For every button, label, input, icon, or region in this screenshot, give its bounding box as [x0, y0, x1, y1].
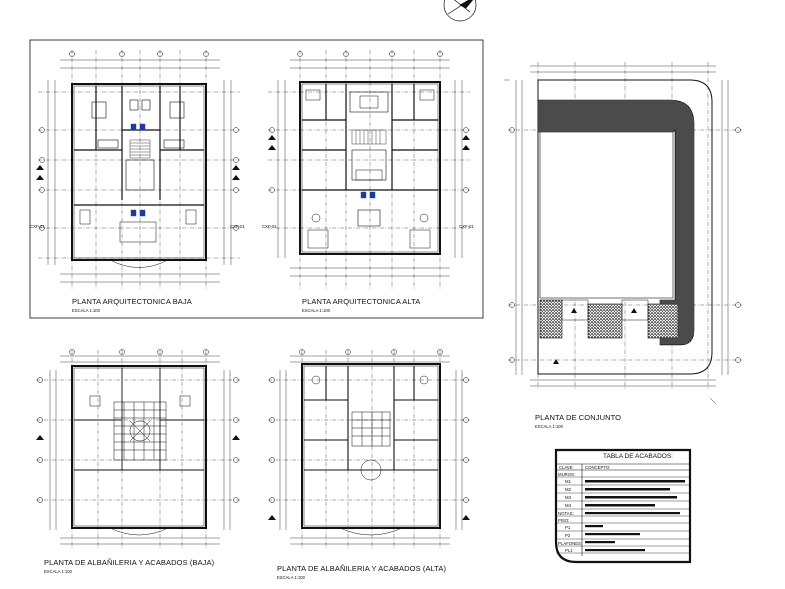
- finishes-row-label: P1: [565, 525, 571, 530]
- plan-title: PLANTA DE ALBAÑILERIA Y ACABADOS (ALTA): [277, 564, 447, 573]
- axis-label-right: CXF-01: [230, 224, 245, 229]
- plan-title: PLANTA ARQUITECTONICA ALTA: [302, 297, 421, 306]
- finishes-row-label: PLAFONES:: [558, 540, 583, 546]
- plan-albanileria-alta: [268, 349, 470, 550]
- finishes-row-label: PL1: [565, 547, 573, 553]
- plan-scale: ESCALA 1:100: [277, 575, 305, 580]
- finishes-table-frame: [554, 448, 692, 564]
- north-arrow-icon: [443, 0, 477, 22]
- finishes-table-title: TABLA DE ACABADOS:: [603, 453, 673, 460]
- axis-label-left: CXF-01: [30, 224, 45, 229]
- axis-label-left: CXF-01: [262, 224, 277, 229]
- axis-label-right: CXF-01: [459, 224, 474, 229]
- finishes-row-label: P2: [565, 533, 571, 538]
- plan-scale: ESCALA 1:100: [535, 424, 563, 429]
- plan-alta: [268, 50, 470, 290]
- plan-conjunto: [504, 62, 742, 405]
- finishes-col-clave: CLAVE: [559, 464, 573, 470]
- plan-scale: ESCALA 1:100: [302, 308, 330, 313]
- finishes-row-label: M2: [565, 487, 571, 492]
- plan-baja: [36, 50, 240, 290]
- plan-title: PLANTA DE ALBAÑILERIA Y ACABADOS (BAJA): [44, 558, 215, 567]
- finishes-row-label: MUROS:: [558, 471, 576, 477]
- sheet-frame: [29, 39, 484, 319]
- finishes-row-label: M4: [565, 503, 571, 508]
- finishes-row-label: NOTAS:: [558, 510, 574, 516]
- plan-title: PLANTA ARQUITECTONICA BAJA: [72, 297, 192, 306]
- plan-scale: ESCALA 1:100: [72, 308, 100, 313]
- plan-title: PLANTA DE CONJUNTO: [535, 413, 622, 422]
- plan-albanileria-baja: [36, 349, 240, 550]
- finishes-row-label: M1: [565, 479, 571, 484]
- finishes-row-label: PISO:: [558, 517, 570, 523]
- finishes-row-label: M3: [565, 495, 571, 500]
- plan-scale: ESCALA 1:100: [44, 569, 72, 574]
- finishes-col-concepto: CONCEPTO:: [585, 464, 611, 470]
